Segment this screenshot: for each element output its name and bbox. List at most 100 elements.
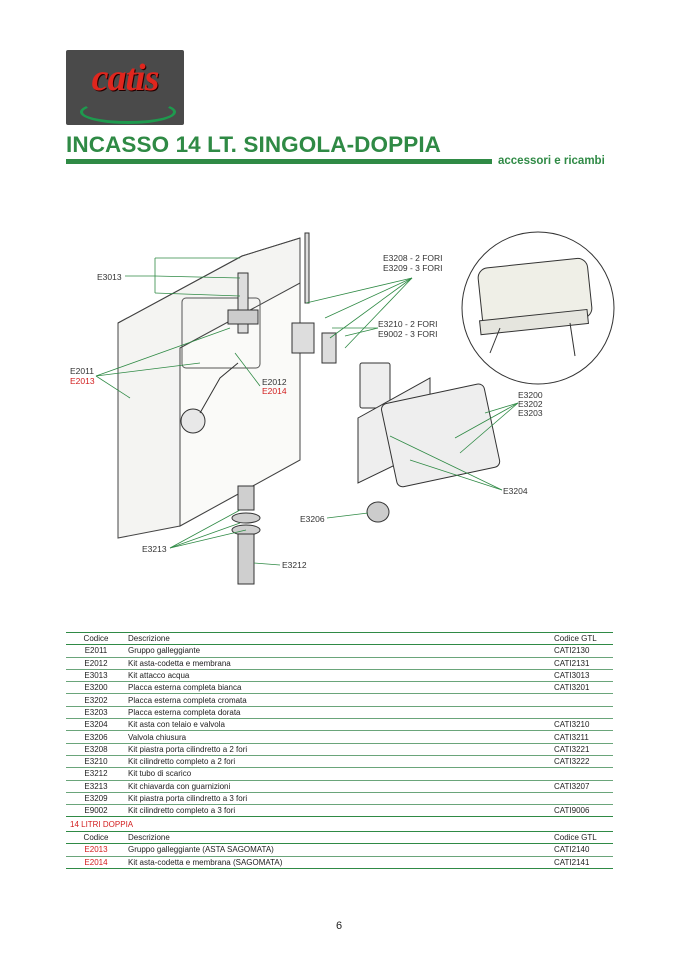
cell-description: Kit piastra porta cilindretto a 2 fori <box>128 744 248 754</box>
leader-lines <box>95 257 519 566</box>
table-row: E9002 Kit cilindretto completo a 3 fori CA… <box>66 805 613 817</box>
detail-circle <box>461 231 615 385</box>
catis-logo: catis <box>66 50 184 125</box>
table-header-row: Codice Descrizione Codice GTL <box>66 831 613 844</box>
cell-gtl <box>552 792 613 804</box>
table-row: E2011 Gruppo galleggiante CATI2130 <box>66 645 613 658</box>
table-row: E3213 Kit chiavarda con guarnizioni CATI32… <box>66 780 613 793</box>
logo-wordmark: catis <box>91 57 160 99</box>
exploded-diagram: E3013 E3208 - 2 FORI E3209 - 3 FORI E321… <box>70 231 615 585</box>
cell-gtl: CATI9006 <box>554 806 590 816</box>
cell-gtl: CATI3222 <box>554 757 590 767</box>
label-e2012: E2012 <box>262 377 287 387</box>
table-row: E3206 Valvola chiusura CATI3211 <box>66 731 613 744</box>
cell-gtl: CATI3207 <box>554 781 590 791</box>
cell-code: E3212 <box>84 769 108 779</box>
table-row: E2013 Gruppo galleggiante (ASTA SAGOMATA)… <box>66 844 613 857</box>
table-row: E2012 Kit asta-codetta e membrana CATI2131 <box>66 657 613 670</box>
cell-description: Kit asta con telaio e valvola <box>128 720 225 730</box>
cell-code: E3210 <box>84 757 108 767</box>
header-code: Codice <box>83 634 109 644</box>
cell-code: E3200 <box>84 683 108 693</box>
cell-gtl <box>552 694 613 706</box>
cell-description: Kit asta-codetta e membrana <box>128 658 231 668</box>
cell-code: E2011 <box>84 646 108 656</box>
cell-code: E3206 <box>84 732 108 742</box>
table-row: E3208 Kit piastra porta cilindretto a 2 f… <box>66 743 613 756</box>
table-row: E3200 Placca esterna completa bianca CATI3… <box>66 682 613 694</box>
table-row: E3202 Placca esterna completa cromata <box>66 694 613 707</box>
cell-gtl: CATI3013 <box>554 671 590 681</box>
cell-description: Kit attacco acqua <box>128 671 190 681</box>
cell-gtl: CATI3221 <box>554 744 590 754</box>
cell-gtl: CATI3201 <box>554 683 590 693</box>
label-e3212: E3212 <box>282 560 307 570</box>
cell-description: Kit asta-codetta e membrana (SAGOMATA) <box>128 857 283 867</box>
cell-description: Placca esterna completa dorata <box>128 707 241 717</box>
cell-code: E3202 <box>84 695 108 705</box>
cell-gtl <box>552 706 613 718</box>
cell-code: E3213 <box>84 781 108 791</box>
label-e3208: E3208 - 2 FORI <box>383 253 443 263</box>
cell-gtl: CATI3211 <box>554 732 589 742</box>
table-row: E3212 Kit tubo di scarico <box>66 768 613 781</box>
cell-description: Kit tubo di scarico <box>128 769 192 779</box>
cell-gtl: CATI3210 <box>554 720 590 730</box>
label-e3204: E3204 <box>503 486 528 496</box>
cell-code: E3013 <box>84 671 108 681</box>
drain-pipe <box>231 485 261 585</box>
label-e3203: E3203 <box>518 408 543 418</box>
cell-description: Gruppo galleggiante <box>128 646 201 656</box>
label-e3210: E3210 - 2 FORI <box>378 319 438 329</box>
table-row: E2014 Kit asta-codetta e membrana (SAGOMA… <box>66 856 613 869</box>
label-e2011: E2011 <box>70 366 94 376</box>
float-assembly <box>180 272 259 434</box>
header-gtl: Codice GTL <box>554 634 597 644</box>
cell-code: E3204 <box>84 720 108 730</box>
table-row: E3204 Kit asta con telaio e valvola CATI32… <box>66 719 613 731</box>
label-e3202: E3202 <box>518 399 543 409</box>
table-row: E3209 Kit piastra porta cilindretto a 3 f… <box>66 792 613 805</box>
label-e3013: E3013 <box>97 272 122 282</box>
logo-swoosh-icon <box>80 100 176 124</box>
cell-description: Kit chiavarda con guarnizioni <box>128 781 231 791</box>
cell-code: E9002 <box>84 806 108 816</box>
table-header-row: Codice Descrizione Codice GTL <box>66 632 613 645</box>
table-row: E3210 Kit cilindretto completo a 2 fori CA… <box>66 755 613 768</box>
cell-description: Kit piastra porta cilindretto a 3 fori <box>128 794 248 803</box>
title-underline <box>66 159 492 164</box>
cell-gtl <box>552 768 613 780</box>
cell-description: Valvola chiusura <box>128 732 187 742</box>
table-row: E3013 Kit attacco acqua CATI3013 <box>66 669 613 682</box>
label-e3206: E3206 <box>300 514 325 524</box>
parts-table-double: Codice Descrizione Codice GTL E2013 Grupp… <box>66 831 613 869</box>
label-e9002: E9002 - 3 FORI <box>378 329 438 339</box>
header-description: Descrizione <box>128 634 170 644</box>
cell-code: E3209 <box>84 794 108 803</box>
cell-description: Gruppo galleggiante (ASTA SAGOMATA) <box>128 845 274 855</box>
page-number: 6 <box>335 920 343 932</box>
flush-plate <box>357 362 501 523</box>
label-e3209: E3209 - 3 FORI <box>383 263 443 273</box>
cell-description: Placca esterna completa bianca <box>128 683 242 693</box>
cell-gtl: CATI2140 <box>554 845 590 855</box>
header-gtl: Codice GTL <box>554 833 597 843</box>
cell-description: Kit cilindretto completo a 2 fori <box>128 757 236 767</box>
label-e3213: E3213 <box>142 544 167 554</box>
label-e2013: E2013 <box>70 376 95 386</box>
cell-code: E2012 <box>84 658 108 668</box>
page-subtitle: accessori e ricambi <box>498 155 605 167</box>
page-title: INCASSO 14 LT. SINGOLA-DOPPIA <box>66 132 442 157</box>
cell-gtl: CATI2131 <box>554 658 590 668</box>
section-title-double: 14 LITRI DOPPIA <box>70 820 134 829</box>
cell-gtl: CATI2130 <box>554 646 590 656</box>
header-code: Codice <box>83 833 109 843</box>
cell-code: E3208 <box>84 744 108 754</box>
cell-gtl: CATI2141 <box>554 857 590 867</box>
cell-description: Placca esterna completa cromata <box>128 695 247 705</box>
header-description: Descrizione <box>128 833 170 843</box>
cell-code: E2014 <box>84 857 108 867</box>
cell-description: Kit cilindretto completo a 3 fori <box>128 806 236 816</box>
cell-code: E2013 <box>84 845 108 855</box>
